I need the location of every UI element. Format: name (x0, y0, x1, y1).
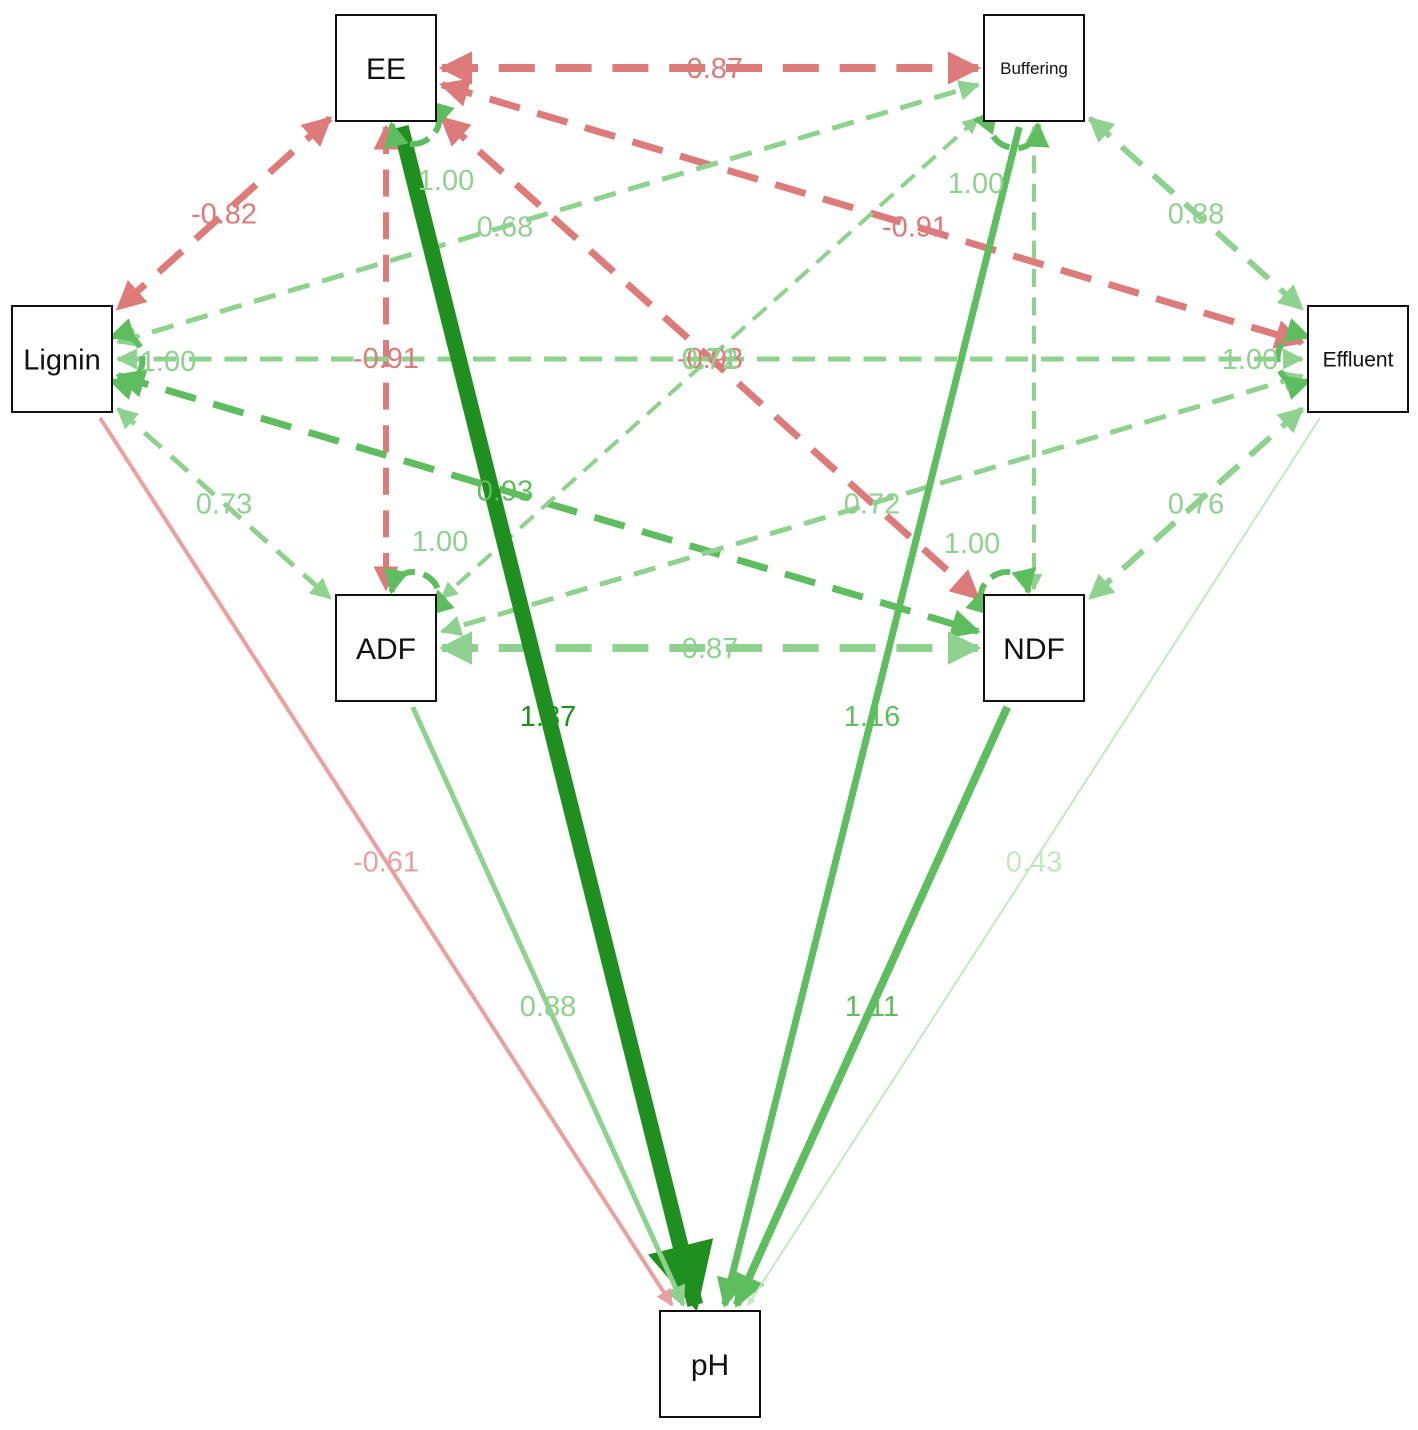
node-box (335, 594, 437, 702)
edge-label-lignin-ndf: 0.93 (477, 476, 533, 508)
edge-label-effluent-ph: 0.43 (1006, 847, 1062, 879)
edges-layer (98, 51, 1321, 1312)
node-box (11, 305, 113, 413)
node-lignin: Lignin (11, 305, 113, 413)
node-box (1307, 305, 1409, 413)
node-box (335, 14, 437, 122)
node-effluent: Effluent (1307, 305, 1409, 413)
node-box (983, 14, 1085, 122)
edge-label-ee-effluent: -0.91 (882, 211, 948, 243)
edge-label-lignin-effluent: 0.72 (682, 344, 738, 376)
variance-label-ndf: 1.00 (944, 528, 1000, 560)
node-ndf: NDF (983, 594, 1085, 702)
edge-label-ee-adf: -0.91 (353, 343, 419, 375)
regression-path-adf-ph (410, 705, 686, 1307)
edge-label-lignin-adf: 0.73 (196, 489, 252, 521)
node-ph: pH (659, 1310, 761, 1418)
edge-label-adf-ph: 0.88 (520, 991, 576, 1023)
edge-label-ee-ph: 1.87 (520, 701, 576, 733)
variance-label-effluent: 1.00 (1222, 344, 1278, 376)
edge-label-adf-ndf: 0.87 (682, 633, 738, 665)
regression-path-effluent-ph (747, 417, 1321, 1306)
regression-path-buffering-ph (716, 126, 1023, 1308)
edge-label-lignin-buffering: 0.68 (477, 211, 533, 243)
variance-loop-lignin (108, 318, 146, 400)
edge-label-effluent-adf: 0.72 (844, 489, 900, 521)
edge-label-ee-buffering: -0.87 (677, 53, 743, 85)
node-label: Buffering (1000, 59, 1068, 78)
node-buffering: Buffering (983, 14, 1085, 122)
node-label: pH (691, 1349, 729, 1382)
edge-labels-layer: -0.87 -0.82 -0.91 -0.91 -0.93 0.68 0.72 0.73 0.9… (140, 53, 1278, 1023)
variance-loop-ndf (965, 567, 1036, 617)
variance-loop-ee (384, 99, 455, 149)
variance-label-buffering: 1.00 (948, 168, 1004, 200)
covariance-path-effluent-ndf (1088, 406, 1304, 601)
variance-label-ee: 1.00 (418, 165, 474, 197)
covariance-path-buffering-effluent (1087, 116, 1305, 311)
node-ee: EE (335, 14, 437, 122)
regression-path-ndf-ph (733, 705, 1011, 1309)
node-label: NDF (1003, 633, 1065, 666)
edge-label-ee-lignin: -0.82 (191, 199, 257, 231)
edge-label-ndf-ph: 1.11 (845, 991, 899, 1023)
node-label: Lignin (23, 344, 100, 376)
node-label: EE (366, 53, 406, 86)
edge-label-buffering-adf: 0.71 (682, 343, 738, 375)
variance-loop-effluent (1274, 318, 1312, 400)
node-label: Effluent (1323, 349, 1394, 372)
regression-path-lignin-ph (98, 416, 674, 1307)
regression-path-ee-ph (392, 125, 714, 1312)
edge-label-ee-ndf: -0.93 (677, 343, 743, 375)
node-adf: ADF (335, 594, 437, 702)
node-label: ADF (356, 633, 416, 666)
node-box (659, 1310, 761, 1418)
edge-label-buffering-ph: 1.16 (844, 701, 900, 733)
edge-label-buffering-effluent: 0.88 (1168, 199, 1224, 231)
edge-label-lignin-ph: -0.61 (353, 847, 419, 879)
variance-label-adf: 1.00 (412, 526, 468, 558)
edge-label-effluent-ndf: 0.76 (1168, 489, 1224, 521)
node-box (983, 594, 1085, 702)
variance-label-lignin: 1.00 (140, 346, 196, 378)
